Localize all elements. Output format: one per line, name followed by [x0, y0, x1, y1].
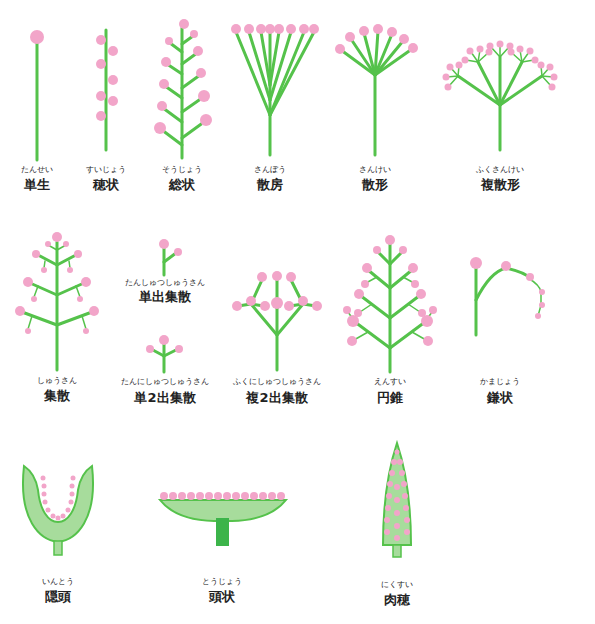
type-label: 単2出集散 [133, 391, 196, 404]
reading-ruby: さんぼう [253, 166, 287, 174]
type-label: 隠頭 [44, 590, 72, 603]
reading-ruby: ふくにしゅつしゅうさん [232, 378, 322, 386]
reading-ruby: いんとう [41, 578, 75, 586]
reading-ruby: しゅうさん [36, 377, 78, 385]
reading-ruby: ふくさんけい [475, 166, 525, 174]
reading-ruby: たんせい [20, 166, 54, 174]
type-label: 円錐 [376, 391, 404, 404]
type-label: 頭状 [208, 590, 236, 603]
type-label: 集散 [43, 389, 71, 402]
type-label: 単出集散 [138, 290, 192, 303]
type-label: 総状 [168, 178, 196, 191]
type-label: 複2出集散 [245, 391, 308, 404]
reading-ruby: えんすい [373, 378, 407, 386]
reading-ruby: にくすい [380, 581, 414, 589]
reading-ruby: すいじょう [85, 166, 127, 174]
type-label: 鎌状 [486, 391, 514, 404]
reading-ruby: たんにしゅつしゅうさん [120, 378, 210, 386]
type-label: 複散形 [480, 178, 521, 191]
reading-ruby: とうじょう [201, 578, 243, 586]
type-label: 単生 [23, 178, 51, 191]
type-label: 穂状 [92, 178, 120, 191]
reading-ruby: かまじょう [479, 378, 521, 386]
type-label: 散房 [256, 178, 284, 191]
type-label: 肉穂 [383, 593, 411, 606]
reading-ruby: さんけい [358, 166, 392, 174]
type-label: 散形 [361, 178, 389, 191]
reading-ruby: たんしゅつしゅうさん [124, 279, 206, 287]
reading-ruby: そうじょう [161, 166, 203, 174]
